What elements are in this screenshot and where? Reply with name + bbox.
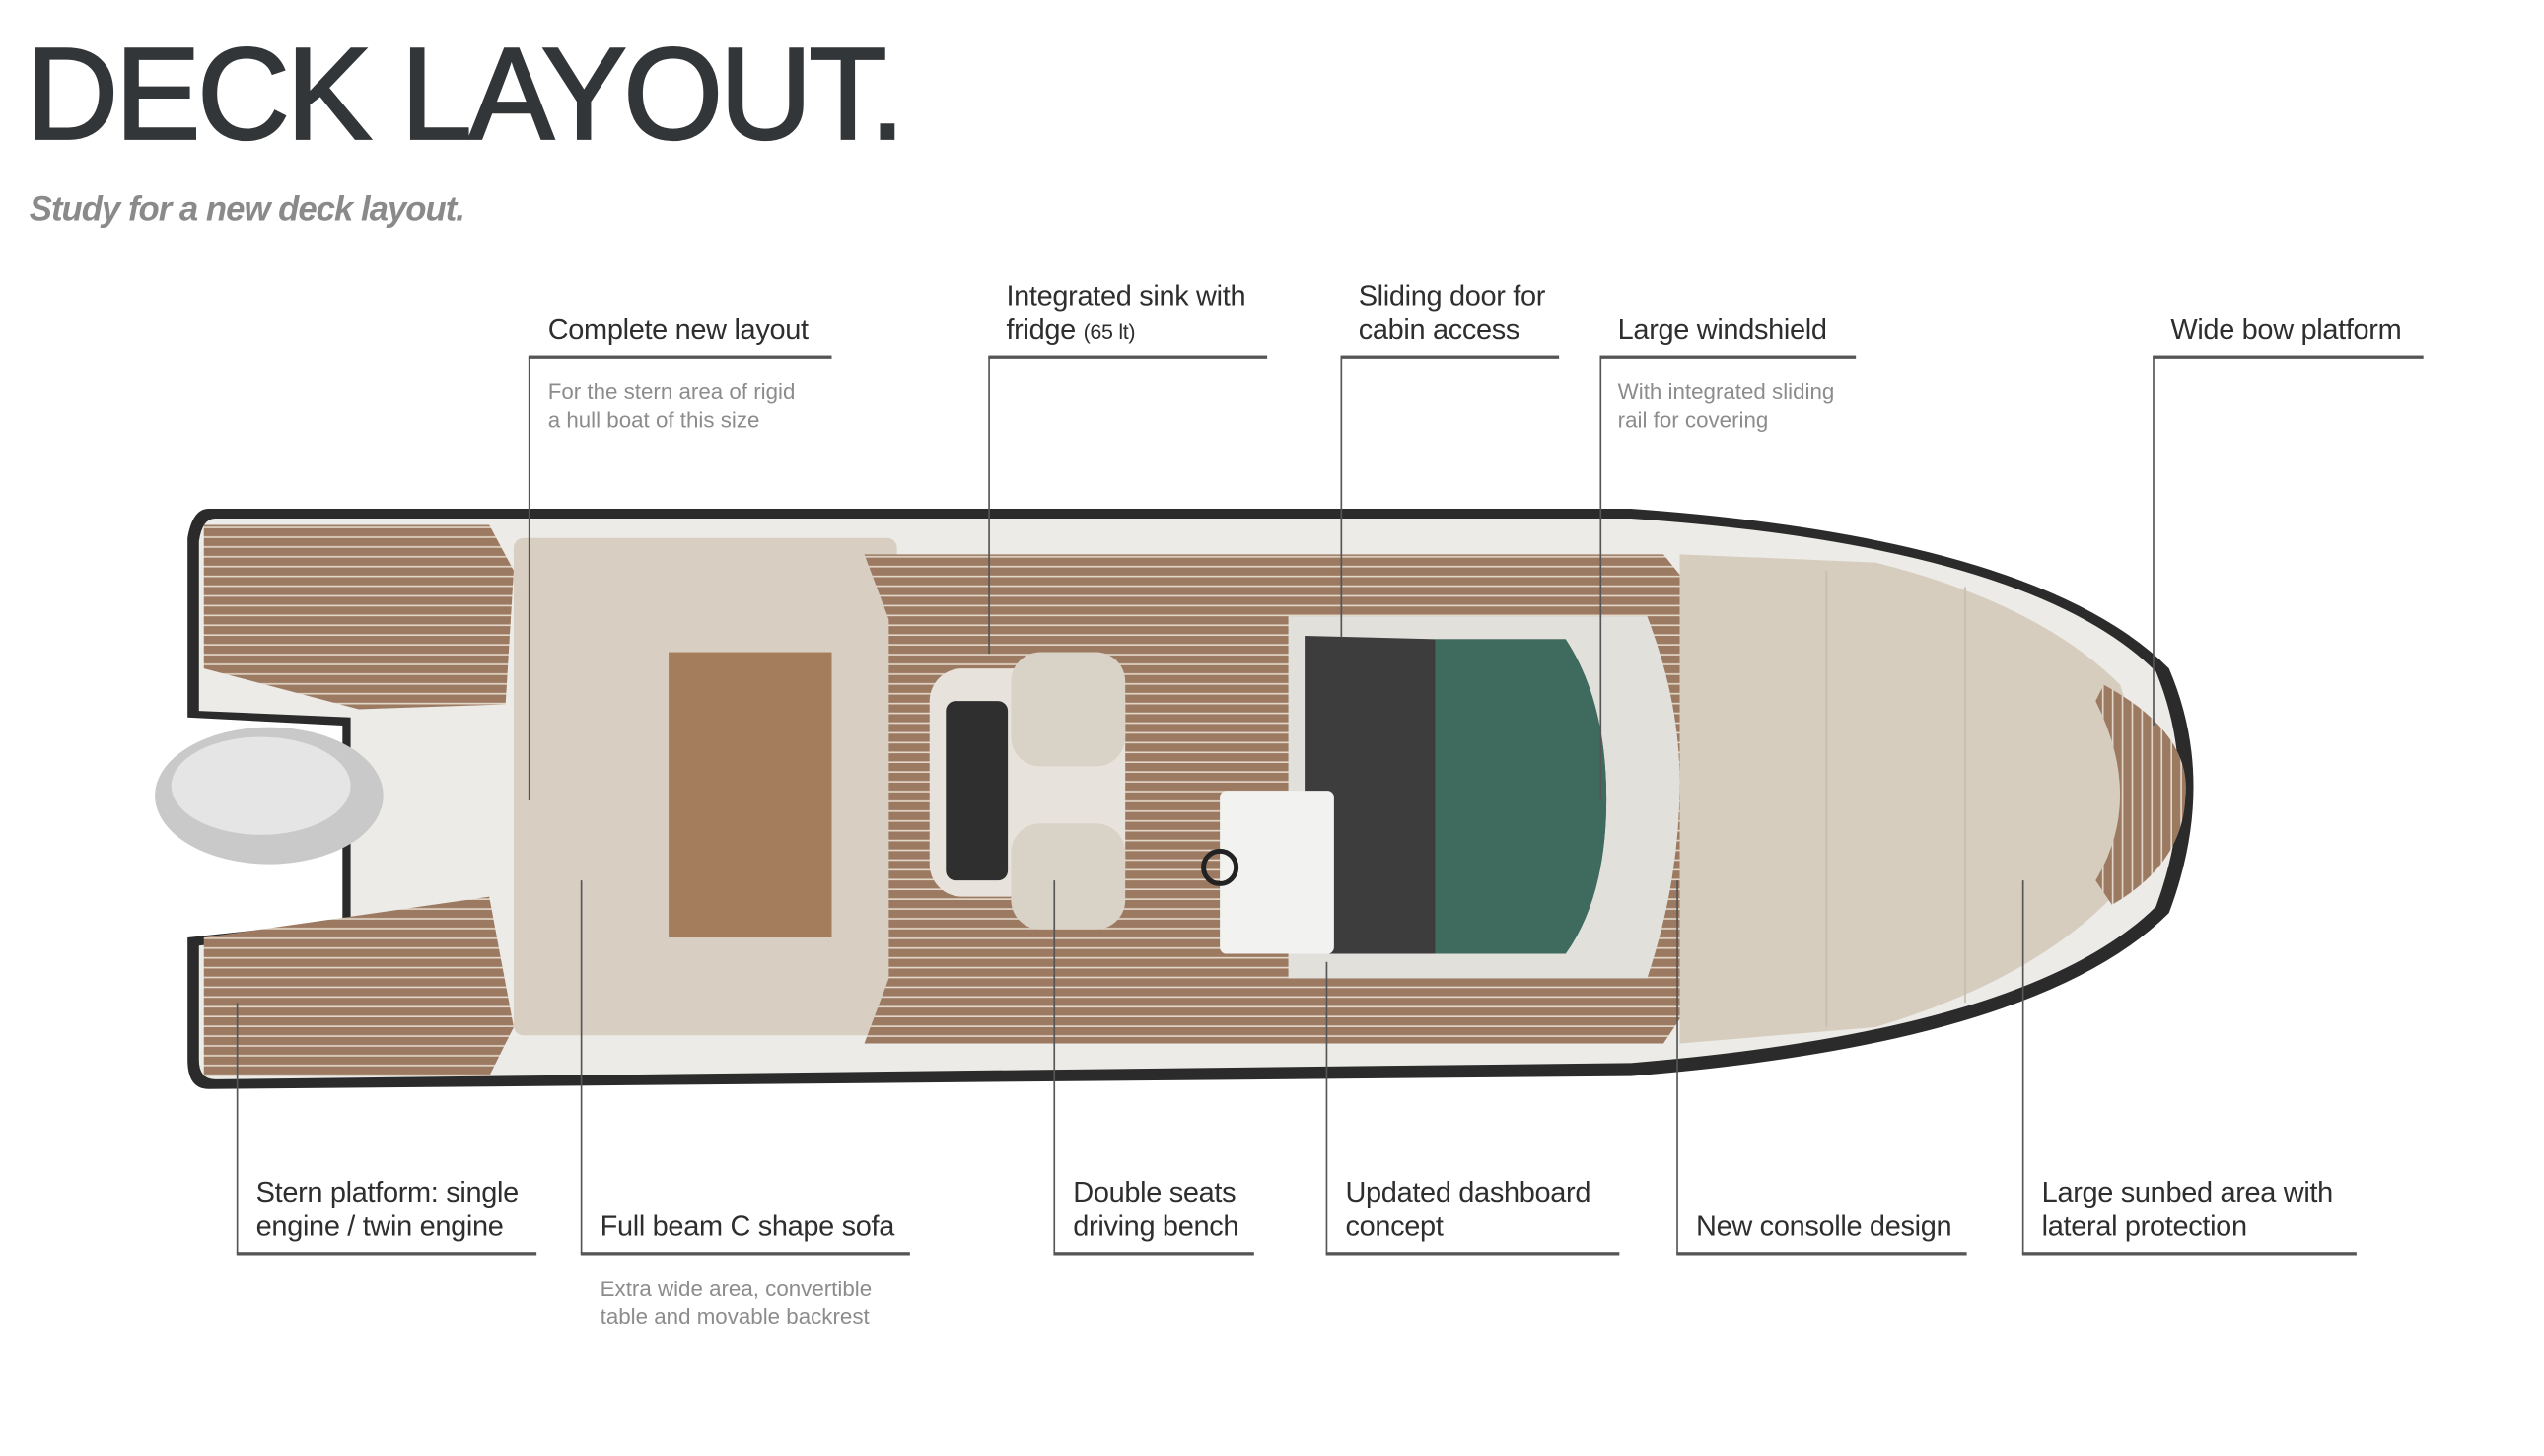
callout-title: New consolle design	[1696, 1210, 1952, 1243]
callout-note: For the stern area of rigid	[547, 380, 796, 405]
leader-line	[580, 1252, 910, 1255]
leader-line	[988, 355, 1268, 359]
callout-capacity: (65 lt)	[1083, 319, 1136, 344]
leader-line	[1676, 880, 1678, 1254]
leader-line	[2153, 355, 2424, 359]
callout-title: Wide bow platform	[2170, 312, 2402, 346]
leader-line	[1676, 1252, 1967, 1255]
leader-line	[1053, 1252, 1254, 1255]
callout-title: Large windshield	[1617, 312, 1827, 346]
callout-title: lateral protection	[2041, 1210, 2247, 1243]
leader-line	[1325, 1252, 1620, 1255]
leader-line	[528, 355, 832, 359]
callout-title: Large sunbed area with	[2041, 1175, 2334, 1209]
callout-note: table and movable backrest	[600, 1304, 870, 1329]
callout-title: driving bench	[1073, 1210, 1239, 1243]
page-title: DECK LAYOUT.	[25, 21, 906, 167]
leader-line	[1599, 357, 1602, 801]
leader-line	[580, 880, 583, 1254]
leader-line	[1340, 355, 1560, 359]
page-subtitle: Study for a new deck layout.	[29, 190, 465, 229]
callout-note: Extra wide area, convertible	[600, 1277, 873, 1301]
leader-line	[528, 357, 530, 801]
callout-title: fridge (65 lt)	[1006, 313, 1135, 349]
callout-title: Integrated sink with	[1006, 278, 1246, 312]
callout-title: Stern platform: single	[255, 1175, 520, 1209]
leader-line	[236, 1252, 537, 1255]
callout-title: engine / twin engine	[255, 1210, 504, 1243]
leader-line	[2021, 1252, 2357, 1255]
callout-text: fridge	[1006, 312, 1076, 346]
callout-title: cabin access	[1358, 312, 1520, 346]
leader-line	[1340, 357, 1343, 638]
hull	[155, 509, 2194, 1089]
callout-title: concept	[1345, 1210, 1444, 1243]
leader-line	[236, 1003, 239, 1254]
leader-line	[1599, 355, 1857, 359]
callout-note: a hull boat of this size	[547, 407, 760, 433]
leader-line	[2153, 357, 2155, 726]
leader-line	[1325, 961, 1328, 1254]
callout-note: rail for covering	[1617, 407, 1769, 433]
callout-note: With integrated sliding	[1617, 380, 1835, 405]
leader-line	[1053, 880, 1056, 1254]
callout-title: Complete new layout	[547, 312, 809, 346]
callout-title: Updated dashboard	[1345, 1175, 1591, 1209]
callout-title: Sliding door for	[1358, 278, 1546, 312]
leader-line	[988, 357, 990, 655]
callout-title: Double seats	[1073, 1175, 1237, 1209]
leader-line	[2021, 880, 2024, 1254]
callout-title: Full beam C shape sofa	[600, 1210, 895, 1243]
